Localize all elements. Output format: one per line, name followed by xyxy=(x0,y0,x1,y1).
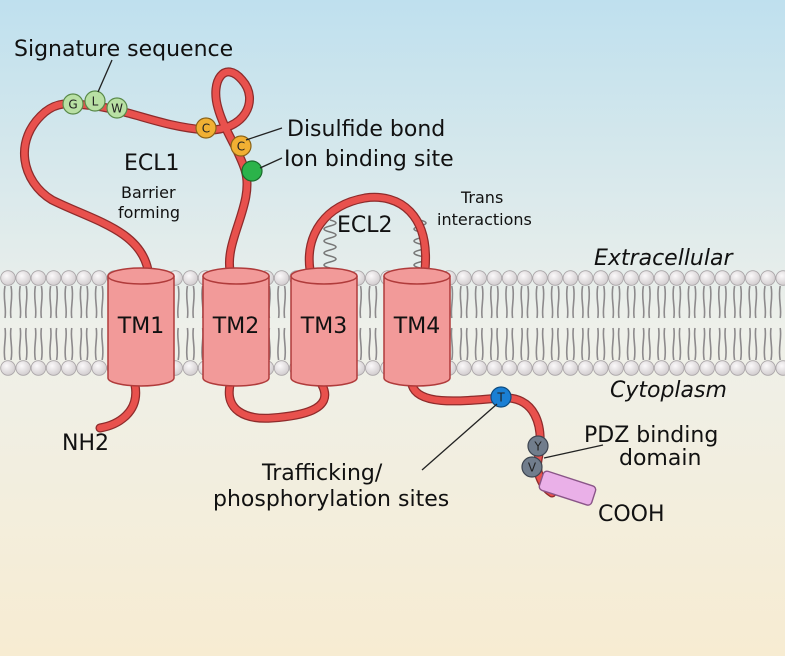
label-extracellular: Extracellular xyxy=(594,246,734,271)
label-signature-sequence: Signature sequence xyxy=(14,37,233,62)
label-phosphorylation-sites: phosphorylation sites xyxy=(213,487,449,512)
intracellular-loop xyxy=(225,381,328,422)
label-interactions: interactions xyxy=(437,210,532,229)
pdz-residue-v: V xyxy=(521,456,543,478)
label-disulfide-bond: Disulfide bond xyxy=(287,117,445,142)
cysteine-residue-2: C xyxy=(230,135,252,157)
label-nh2: NH2 xyxy=(62,431,109,456)
label-pdz-domain: domain xyxy=(619,446,701,471)
label-ecl1-barrier: Barrier xyxy=(121,183,176,202)
pointer-trafficking xyxy=(421,403,498,471)
label-pdz-binding: PDZ binding xyxy=(584,423,718,448)
cooh-box xyxy=(538,470,597,506)
signature-residue-l: L xyxy=(84,90,106,112)
tm-cylinder-tm1: TM1 xyxy=(107,267,175,387)
cysteine-residue-1: C xyxy=(195,117,217,139)
residue-g-label: G xyxy=(68,98,77,112)
label-trafficking: Trafficking/ xyxy=(261,461,383,486)
tm-label-tm2: TM2 xyxy=(212,314,259,339)
label-ion-binding-site: Ion binding site xyxy=(284,147,454,172)
pointer-pdz xyxy=(543,444,604,459)
ecl2-loop xyxy=(306,194,429,274)
ion-binding-residue xyxy=(241,160,263,182)
pointer-disulfide xyxy=(245,127,283,141)
pdz-residue-y: Y xyxy=(527,435,549,457)
tm-label-tm1: TM1 xyxy=(117,314,164,339)
label-cooh: COOH xyxy=(598,502,665,527)
residue-v-label: V xyxy=(528,461,537,475)
residue-t-label: T xyxy=(496,391,505,405)
transmembrane-domains: TM1 TM2 TM3 TM4 xyxy=(107,267,451,387)
tm-label-tm4: TM4 xyxy=(393,314,440,339)
residue-l-label: L xyxy=(92,95,99,109)
pointer-ion xyxy=(259,157,283,169)
ecl2-spring-left xyxy=(323,219,337,269)
label-ecl2: ECL2 xyxy=(337,213,393,238)
signature-residue-g: G xyxy=(62,93,84,115)
tm-cylinder-tm4: TM4 xyxy=(383,267,451,387)
label-trans: Trans xyxy=(460,188,503,207)
residue-w-label: W xyxy=(111,102,123,116)
signature-residue-w: W xyxy=(106,97,128,119)
label-ecl1-forming: forming xyxy=(118,203,180,222)
residue-c1-label: C xyxy=(202,122,210,136)
residue-y-label: Y xyxy=(533,440,542,454)
tm-cylinder-tm2: TM2 xyxy=(202,267,270,387)
n-terminus-tail xyxy=(96,381,139,432)
trafficking-residue-t: T xyxy=(490,386,512,408)
label-cytoplasm: Cytoplasm xyxy=(610,378,727,403)
tm-cylinder-tm3: TM3 xyxy=(290,267,358,387)
residue-c2-label: C xyxy=(237,140,245,154)
label-ecl1: ECL1 xyxy=(124,151,180,176)
pointer-signature xyxy=(97,59,113,93)
tm-label-tm3: TM3 xyxy=(300,314,347,339)
